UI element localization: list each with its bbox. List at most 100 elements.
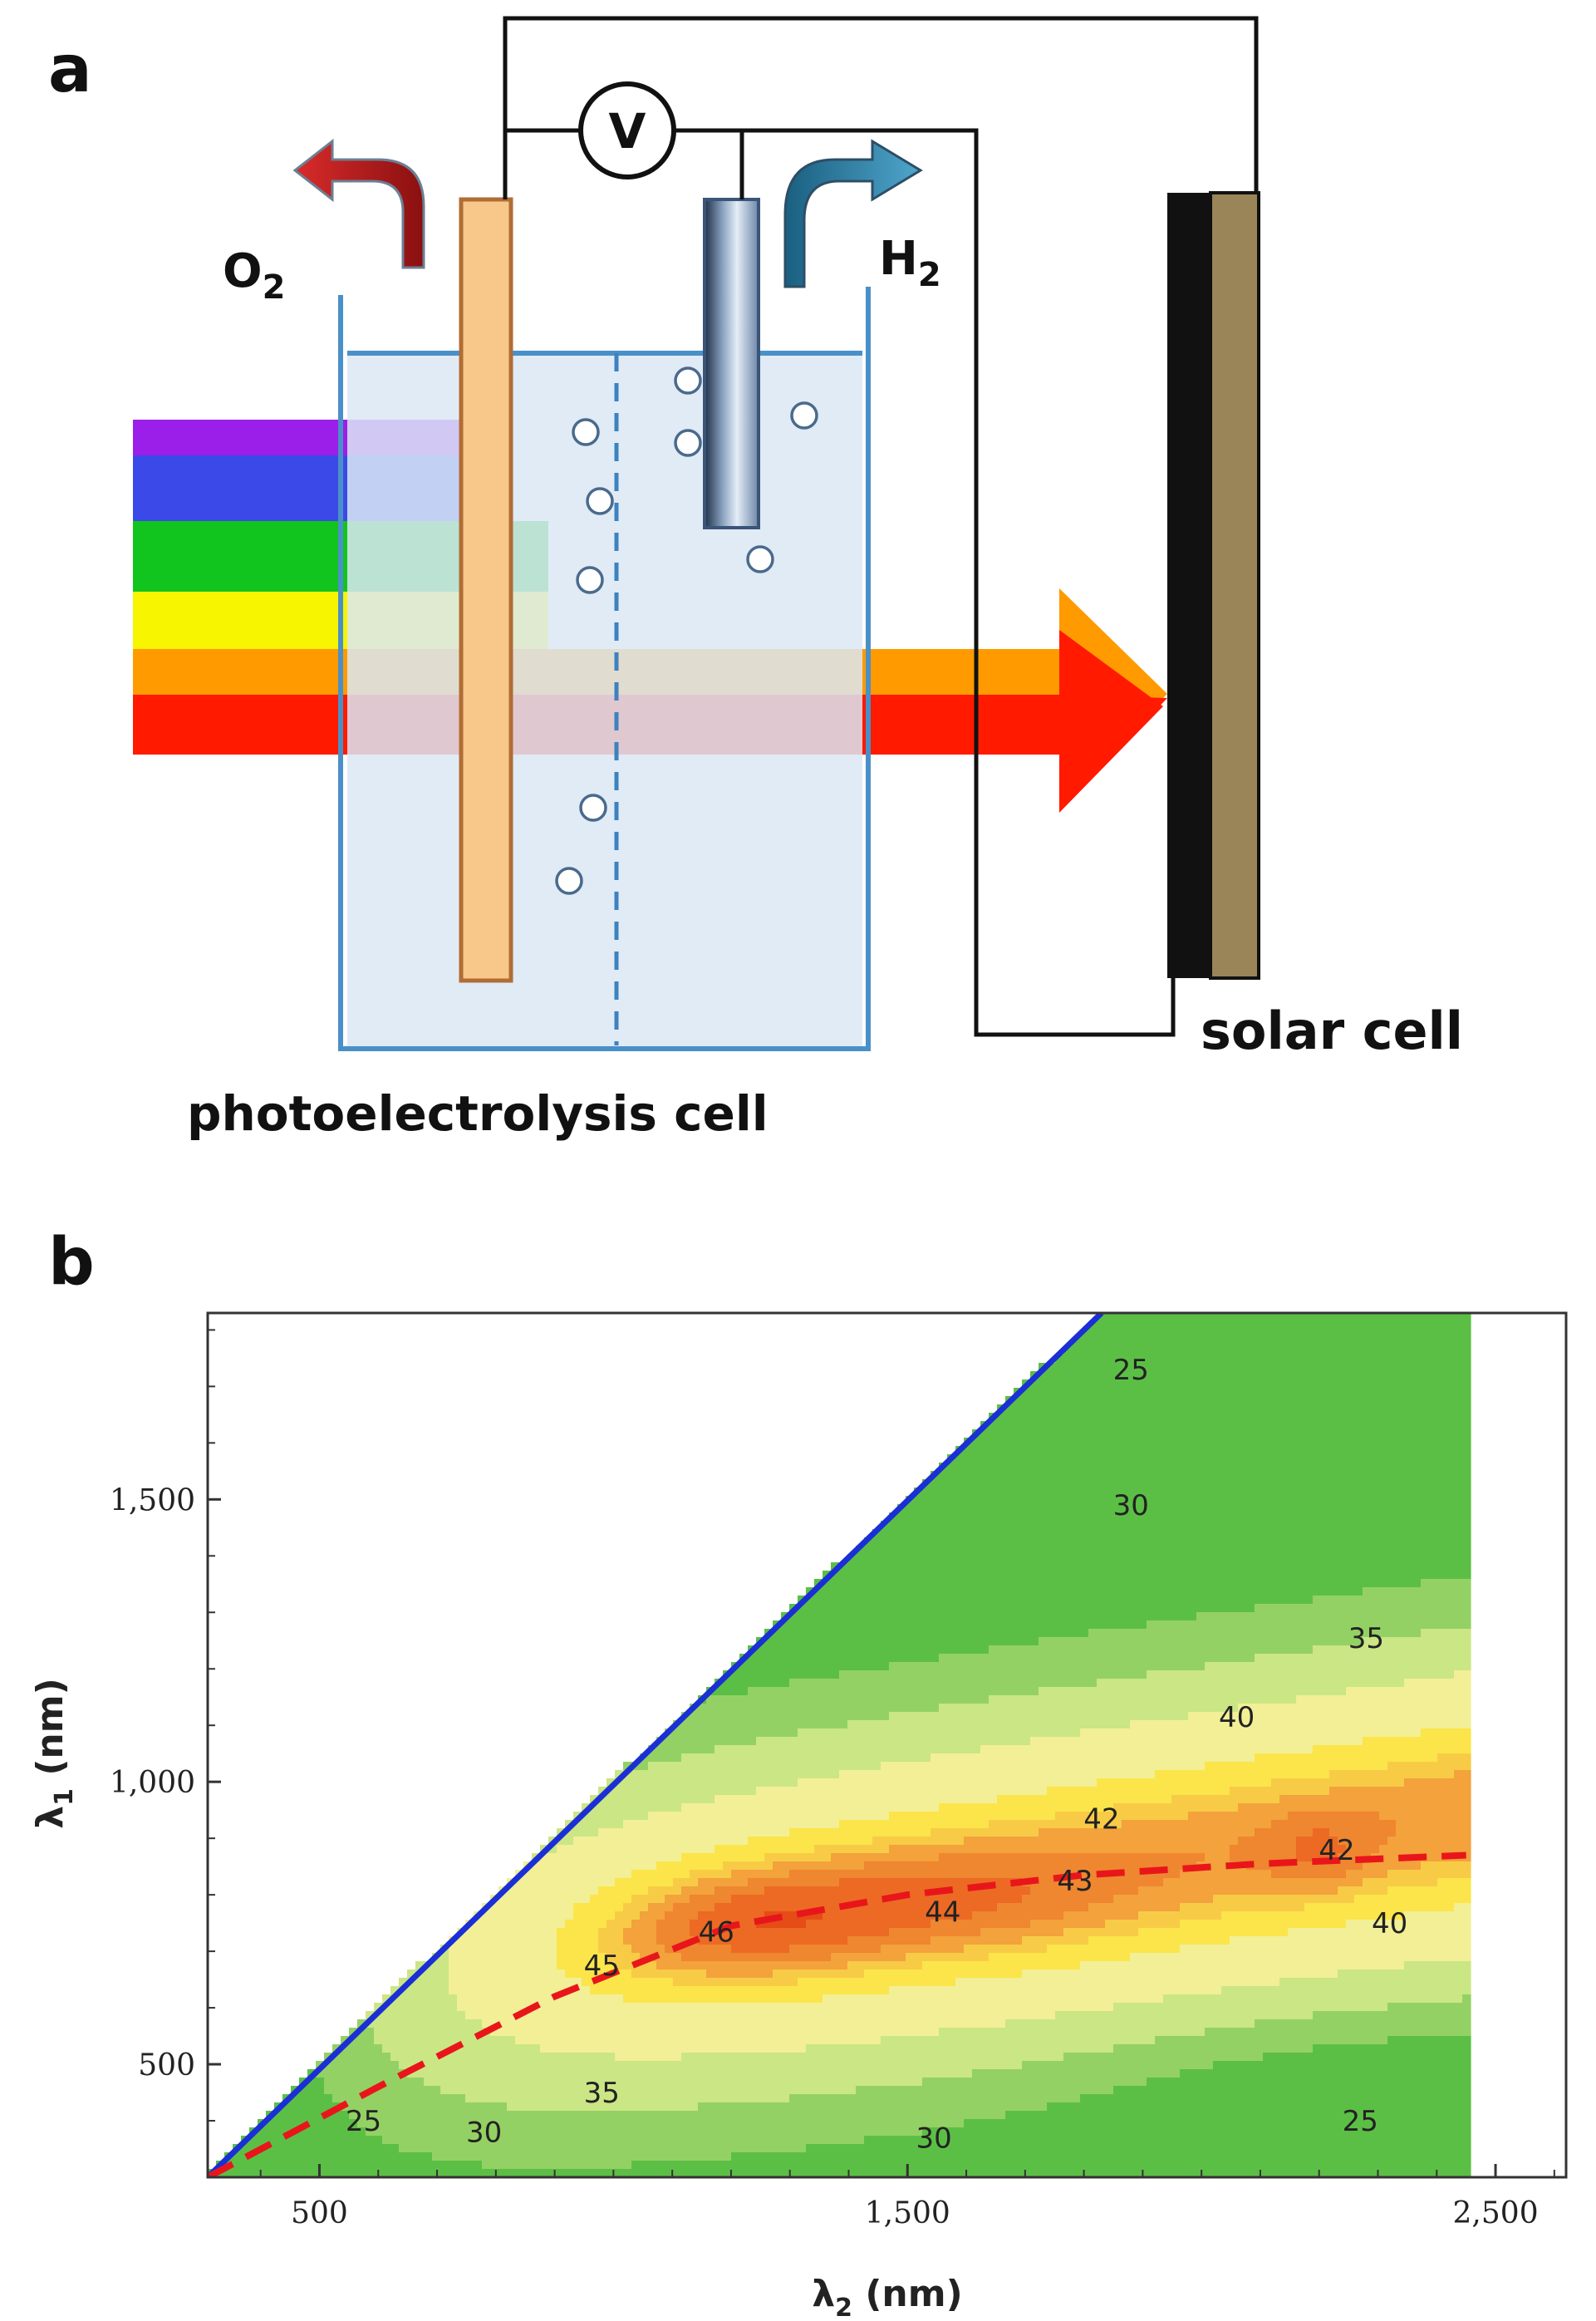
contour-cell [839, 1936, 848, 1945]
contour-cell [723, 2053, 732, 2062]
contour-cell [640, 2028, 649, 2037]
contour-cell [665, 1745, 674, 1754]
contour-cell [1014, 2011, 1023, 2020]
contour-cell [665, 1978, 674, 1987]
contour-cell [399, 2036, 408, 2045]
contour-cell [789, 2161, 798, 2170]
contour-cell [598, 2086, 607, 2095]
contour-cell [856, 2136, 865, 2145]
contour-cell [856, 2003, 865, 2012]
contour-cell [748, 2069, 757, 2078]
contour-cell [947, 1936, 956, 1945]
contour-cell [1030, 1404, 1039, 1414]
contour-cell [723, 1928, 732, 1937]
contour-cell [366, 2061, 375, 2070]
contour-cell [1039, 1612, 1048, 1621]
contour-cell [756, 2161, 765, 2170]
contour-cell [947, 1911, 956, 1920]
contour-cell [864, 1803, 873, 1812]
contour-cell [764, 1770, 773, 1779]
contour-cell [723, 1745, 732, 1754]
contour-cell [756, 1994, 765, 2004]
contour-cell [590, 1895, 599, 1904]
contour-cell [806, 1795, 815, 1804]
contour-cell [731, 1878, 740, 1887]
contour-cell [731, 2053, 740, 2062]
contour-cell [715, 2061, 724, 2070]
contour-cell [955, 2061, 965, 2070]
contour-cell [789, 1920, 798, 1929]
contour-cell [523, 1870, 533, 1879]
contour-cell [798, 1679, 807, 1688]
contour-cell [1039, 1762, 1048, 1771]
contour-cell [1005, 1787, 1014, 1796]
contour-cell [656, 2003, 665, 2012]
contour-cell [939, 1961, 948, 1970]
contour-cell [881, 2136, 890, 2145]
contour-cell [515, 1936, 524, 1945]
contour-cell [856, 1812, 865, 1821]
contour-cell [864, 1620, 873, 1630]
contour-cell [798, 1812, 807, 1821]
contour-cell [881, 2111, 890, 2120]
contour-cell [831, 2161, 840, 2170]
contour-cell [648, 1870, 657, 1879]
contour-cell [955, 1969, 965, 1979]
contour-cell [1005, 1795, 1014, 1804]
contour-cell [798, 2152, 807, 2161]
contour-cell [756, 2069, 765, 2078]
contour-cell [648, 1928, 657, 1937]
contour-cell [399, 1978, 408, 1987]
contour-cell [748, 1928, 757, 1937]
contour-cell [1030, 1870, 1039, 1879]
contour-cell [615, 1787, 624, 1796]
contour-cell [806, 2136, 815, 2145]
contour-cell [582, 1886, 591, 1896]
contour-cell [233, 2169, 242, 2177]
contour-cell [582, 1878, 591, 1887]
contour-cell [349, 2102, 358, 2112]
contour-cell [739, 2127, 749, 2137]
contour-cell [681, 2102, 690, 2112]
contour-cell [307, 2086, 317, 2095]
contour-cell [906, 1903, 915, 1912]
contour-cell [964, 1845, 973, 1854]
contour-cell [399, 2119, 408, 2128]
bubble [674, 429, 702, 457]
contour-cell [939, 2069, 948, 2078]
contour-cell [972, 1770, 981, 1779]
contour-cell [706, 1886, 715, 1896]
contour-cell [823, 1712, 832, 1721]
contour-cell [806, 1878, 815, 1887]
contour-cell [781, 2111, 790, 2120]
contour-cell [972, 1886, 981, 1896]
contour-cell [806, 1928, 815, 1937]
contour-cell [640, 1928, 649, 1937]
contour-cell [914, 2003, 923, 2012]
contour-cell [498, 2053, 508, 2062]
contour-cell [989, 1645, 998, 1655]
contour-cell [540, 1953, 549, 1962]
contour-cell [1014, 1496, 1023, 1505]
contour-cell [366, 2078, 375, 2087]
contour-cell [1022, 1745, 1031, 1754]
contour-cell [806, 1612, 815, 1621]
contour-cell [590, 2136, 599, 2145]
contour-cell [823, 1778, 832, 1787]
contour-cell [623, 1895, 632, 1904]
contour-cell [548, 2136, 557, 2145]
contour-cell [557, 1853, 566, 1862]
contour-cell [1039, 1488, 1048, 1497]
contour-cell [582, 2161, 591, 2170]
contour-cell [1030, 1579, 1039, 1588]
contour-cell [606, 2127, 616, 2137]
contour-cell [814, 1853, 823, 1862]
contour-cell [748, 1961, 757, 1970]
contour-cell [889, 1969, 898, 1979]
contour-cell [739, 1903, 749, 1912]
contour-cell [723, 2111, 732, 2120]
contour-cell [440, 1961, 449, 1970]
contour-cell [889, 1679, 898, 1688]
contour-cell [1022, 2069, 1031, 2078]
contour-cell [573, 2144, 582, 2153]
